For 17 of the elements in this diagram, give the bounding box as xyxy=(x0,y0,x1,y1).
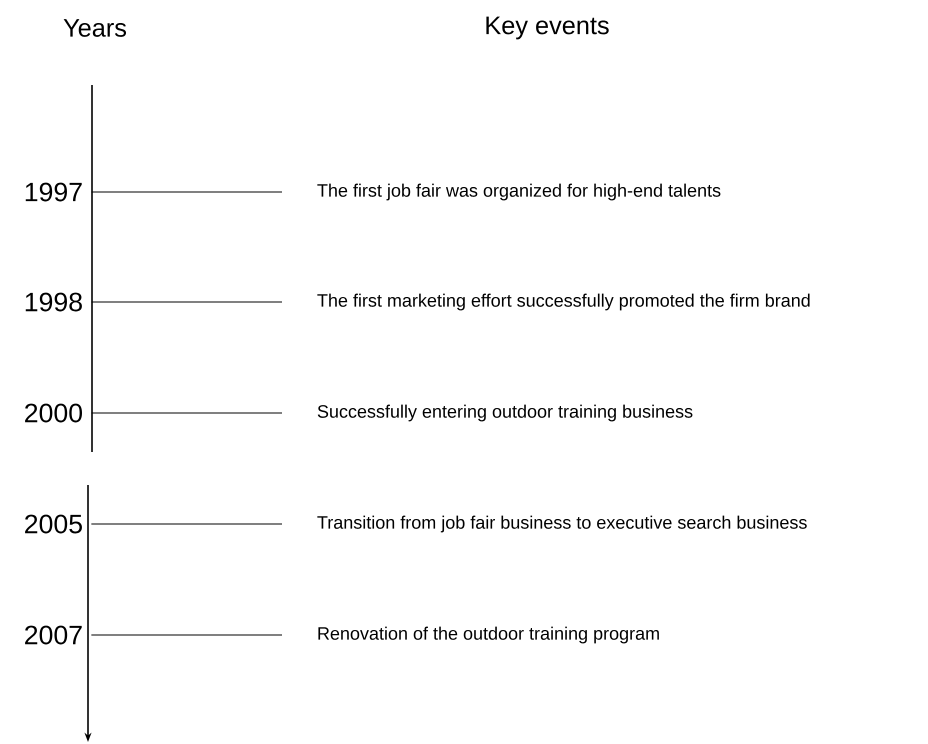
column-heading: Years xyxy=(64,19,126,37)
connector-line xyxy=(91,301,282,303)
year-label: 2005 xyxy=(25,514,82,534)
event-text: Renovation of the outdoor training program xyxy=(318,626,659,644)
event-text: Successfully entering outdoor training business xyxy=(318,404,692,422)
connector-line xyxy=(91,523,282,525)
column-heading: Key events xyxy=(486,16,609,40)
event-text: The first marketing effort successfully promoted the firm brand xyxy=(317,294,810,310)
year-label: 1997 xyxy=(26,182,82,202)
event-text: Transition from job fair business to executive search business xyxy=(317,516,807,532)
event-text: The first job fair was organized for high-end talents xyxy=(317,184,720,200)
connector-line xyxy=(91,191,282,193)
year-label: 1998 xyxy=(26,292,82,312)
year-label: 2007 xyxy=(25,626,82,644)
connector-line xyxy=(91,634,282,636)
year-label: 2000 xyxy=(25,404,82,422)
connector-line xyxy=(91,412,282,414)
